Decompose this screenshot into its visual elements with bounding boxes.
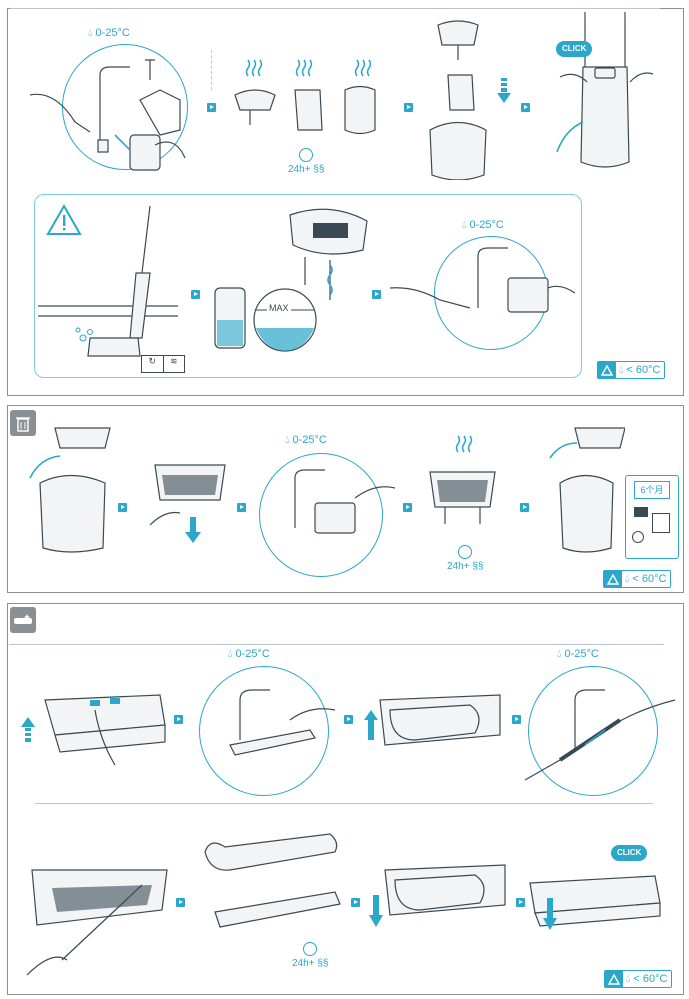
filter-rinse-illustration xyxy=(294,469,396,534)
arrow-right-icon xyxy=(174,715,183,724)
warning-icon xyxy=(605,971,623,987)
max-label: MAX xyxy=(267,303,291,313)
arrow-right-icon xyxy=(512,715,521,724)
insert-tank-illustration xyxy=(556,12,654,168)
warning-icon xyxy=(598,362,616,378)
dry-time-indicator: 24h+ §§ xyxy=(292,942,328,969)
attach-cover-illustration xyxy=(529,875,661,930)
water-drop-icon: 💧︎ xyxy=(625,572,630,585)
temperature-label: 💧︎ 0-25°C xyxy=(462,219,504,231)
water-drop-icon: 💧︎ xyxy=(619,363,624,376)
arrow-down-icon xyxy=(497,78,511,103)
reinsert-filter-illustration xyxy=(549,427,625,553)
cover-rinse-illustration xyxy=(229,689,336,756)
clock-icon xyxy=(303,942,318,956)
temperature-label: 💧︎ 0-25°C xyxy=(88,27,130,39)
steam-small-icon: §§ xyxy=(317,958,329,969)
clock-icon xyxy=(299,148,314,162)
arrow-right-icon xyxy=(344,715,353,724)
steam-small-icon: §§ xyxy=(313,164,325,175)
dry-time-indicator: 24h+ §§ xyxy=(447,545,483,572)
warning-icon xyxy=(604,571,622,587)
calendar-icon: 6个月 xyxy=(634,481,670,499)
bin-icon xyxy=(652,513,670,533)
roller-rinse-circle xyxy=(528,666,658,796)
rinse-filter-illustration xyxy=(390,247,576,313)
water-drop-icon: 💧︎ xyxy=(285,434,290,446)
faucet-illustration-circle xyxy=(62,44,188,170)
roller-and-cover-drying-illustration xyxy=(204,833,341,928)
remove-filter-illustration xyxy=(29,427,111,553)
dry-time-indicator: 24h+ §§ xyxy=(288,148,324,175)
top-divider xyxy=(10,8,660,9)
arrow-right-icon xyxy=(521,103,530,112)
refresh-icon: ↻ xyxy=(142,356,164,372)
section-divider xyxy=(9,644,664,645)
click-badge: CLICK xyxy=(556,41,593,57)
steam-icon xyxy=(455,435,473,453)
arrow-right-icon xyxy=(207,103,216,112)
head-drip-illustration xyxy=(289,208,368,300)
temperature-label: 💧︎ 0-25°C xyxy=(557,648,599,660)
filter-chip-icon xyxy=(634,507,648,517)
temperature-label: 💧︎ 0-25°C xyxy=(228,648,270,660)
cart-icon xyxy=(632,531,644,543)
arrow-right-icon xyxy=(403,503,412,512)
faucet-tank-illustration xyxy=(29,59,186,171)
steam-icon xyxy=(245,59,372,77)
clean-head-underside-illustration xyxy=(26,869,168,976)
vacuum-on-floor-illustration xyxy=(38,205,178,357)
arrow-right-icon xyxy=(516,898,525,907)
water-drop-icon: 💧︎ xyxy=(462,219,467,231)
filter-pull-illustration xyxy=(149,464,226,543)
water-drop-icon: 💧︎ xyxy=(88,27,93,39)
water-drop-icon: 💧︎ xyxy=(557,648,562,660)
brush-icon xyxy=(10,607,36,633)
arrow-right-icon xyxy=(520,503,529,512)
remove-roller-illustration xyxy=(364,694,501,746)
arrow-right-icon xyxy=(191,290,200,299)
arrow-right-icon xyxy=(404,103,413,112)
self-clean-mode-icons: ↻ ≋ xyxy=(141,355,185,373)
step-separator xyxy=(211,50,212,90)
filter-dry-illustration xyxy=(429,471,496,524)
water-drop-icon: 💧︎ xyxy=(626,972,631,985)
water-drop-icon: 💧︎ xyxy=(228,648,233,660)
dry-parts-illustration xyxy=(234,85,376,135)
temperature-label: 💧︎ 0-25°C xyxy=(285,434,327,446)
head-release-roller-illustration xyxy=(21,694,166,766)
filter-rinse-circle xyxy=(259,453,383,577)
arrow-right-icon xyxy=(351,898,360,907)
temperature-warning-badge: 💧︎ < 60°C xyxy=(597,361,666,379)
section-roller-cleaning xyxy=(7,603,684,995)
arrow-right-icon xyxy=(237,503,246,512)
dryer-icon: ≋ xyxy=(169,356,178,366)
cover-rinse-circle xyxy=(199,666,329,796)
steam-small-icon: §§ xyxy=(472,561,484,572)
clock-icon xyxy=(458,545,473,559)
click-badge: CLICK xyxy=(611,845,648,861)
warning-subpanel xyxy=(34,194,582,378)
warning-icon xyxy=(46,204,82,235)
temperature-warning-badge: 💧︎ < 60°C xyxy=(604,970,673,988)
roller-rinse-illustration xyxy=(524,689,676,781)
replace-schedule-card: 6个月 xyxy=(625,475,679,559)
arrow-right-icon xyxy=(118,503,127,512)
reassemble-tank-illustration xyxy=(429,20,487,180)
temperature-warning-badge: 💧︎ < 60°C xyxy=(603,570,672,588)
trash-icon xyxy=(10,410,36,436)
row-divider xyxy=(35,803,653,804)
arrow-right-icon xyxy=(176,898,185,907)
reinsert-roller-illustration xyxy=(369,864,506,927)
arrow-right-icon xyxy=(372,290,381,299)
